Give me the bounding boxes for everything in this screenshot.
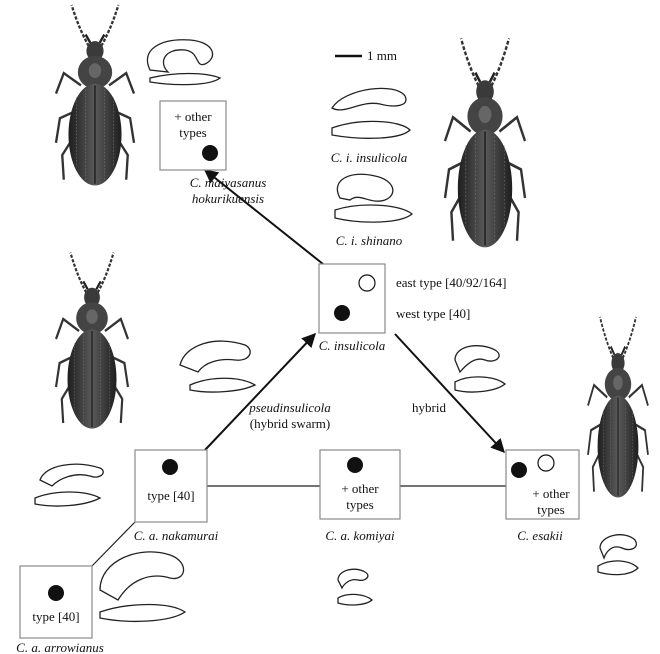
box-insulicola: [319, 264, 385, 333]
label-i-shinano: C. i. shinano: [336, 233, 403, 248]
box-arrowianus: [20, 566, 92, 638]
label-nakamurai: C. a. nakamurai: [134, 528, 219, 543]
aedeagus-outline-i-insulicola: [332, 88, 410, 138]
label-hybrid-swarm: (hybrid swarm): [250, 416, 331, 431]
aedeagus-outline-maiyasanus: [147, 40, 220, 85]
aedeagus-outline-komiyai: [338, 569, 372, 605]
aedeagus-outline-nakamurai: [35, 464, 103, 506]
aedeagus-outline-hybrid: [455, 346, 505, 392]
beetle-image-nakamurai: [56, 253, 128, 429]
nakamurai-box-text: type [40]: [147, 488, 194, 503]
aedeagus-outline-pseudinsulicola: [180, 341, 255, 392]
arrowianus-box-text: type [40]: [32, 609, 79, 624]
label-komiyai: C. a. komiyai: [325, 528, 395, 543]
label-pseudinsulicola: pseudinsulicola: [248, 400, 331, 415]
label-esakii: C. esakii: [517, 528, 563, 543]
beetle-image-insulicola: [445, 38, 525, 247]
esakii-box-line1: + other: [532, 486, 570, 501]
esakii-box-line2: types: [537, 502, 564, 517]
dot-komiyai: [347, 457, 363, 473]
dot-east-type: [359, 275, 375, 291]
dot-esakii-filled: [511, 462, 527, 478]
beetle-image-maiyasanus: [56, 5, 134, 185]
label-i-insulicola: C. i. insulicola: [331, 150, 408, 165]
dot-maiyasanus: [202, 145, 218, 161]
label-maiyasanus-2: hokurikuensis: [192, 191, 264, 206]
label-maiyasanus-1: C. maiyasanus: [190, 175, 267, 190]
label-arrowianus: C. a. arrowianus: [16, 640, 104, 654]
dot-west-type: [334, 305, 350, 321]
maiyasanus-box-line2: types: [179, 125, 206, 140]
komiyai-box-line1: + other: [341, 481, 379, 496]
dot-arrowianus: [48, 585, 64, 601]
dot-nakamurai: [162, 459, 178, 475]
aedeagus-outline-i-shinano: [335, 174, 412, 222]
label-hybrid: hybrid: [412, 400, 446, 415]
dot-esakii-open: [538, 455, 554, 471]
beetle-image-esakii: [588, 317, 648, 497]
label-east-type: east type [40/92/164]: [396, 275, 506, 290]
maiyasanus-box-line1: + other: [174, 109, 212, 124]
aedeagus-outline-esakii: [598, 535, 638, 575]
label-insulicola: C. insulicola: [319, 338, 386, 353]
aedeagus-outline-arrowianus: [100, 552, 185, 621]
scale-bar-label: 1 mm: [367, 48, 397, 63]
komiyai-box-line2: types: [346, 497, 373, 512]
label-west-type: west type [40]: [396, 306, 470, 321]
